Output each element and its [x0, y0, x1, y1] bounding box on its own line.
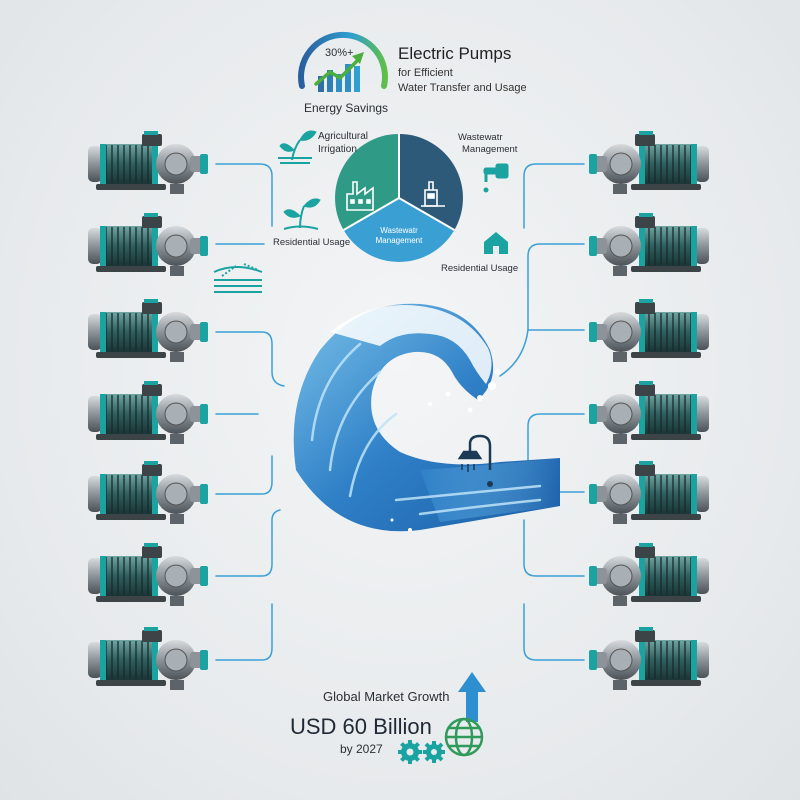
- growth-arrow-icon: [314, 52, 364, 86]
- pump-right-1: [586, 128, 711, 200]
- wastewater-label-line-2: Management: [462, 144, 518, 155]
- faucet-icon: [483, 163, 509, 193]
- up-arrow-icon: [458, 672, 486, 722]
- pump-left-4: [86, 378, 211, 450]
- factory-icon: [346, 181, 374, 211]
- residential-label-right: Residential Usage: [441, 263, 519, 274]
- gauge-value: 30%+: [325, 47, 354, 59]
- growth-label: Global Market Growth: [323, 689, 450, 704]
- pump-right-6: [586, 540, 711, 612]
- subtitle-line-1: for Efficient: [398, 67, 453, 79]
- residential-label-left: Residential Usage: [273, 237, 351, 248]
- gauge-caption: Energy Savings: [304, 101, 389, 115]
- gear-icon: [398, 740, 445, 764]
- market-year: by 2027: [340, 742, 383, 756]
- pump-left-5: [86, 458, 211, 530]
- wastewater-label-line-1: Wastewatr: [458, 132, 503, 143]
- pump-left-2: [86, 210, 211, 282]
- sprinkler-field-icon: [213, 263, 263, 293]
- pump-right-2: [586, 210, 711, 282]
- agri-label-line-2: Irrigation: [318, 144, 357, 155]
- pump-left-3: [86, 296, 211, 368]
- pump-right-3: [586, 296, 711, 368]
- agriculture-sprout-icon: [278, 130, 317, 164]
- pump-left-6: [86, 540, 211, 612]
- globe-icon: [444, 717, 484, 757]
- subtitle-line-2: Water Transfer and Usage: [398, 82, 527, 94]
- shower-icon: [457, 434, 493, 487]
- pump-left-7: [86, 624, 211, 696]
- pie-slice-wastewater: [343, 198, 455, 262]
- gauge-arc-icon: [298, 31, 388, 89]
- pie-slice-agriculture: [335, 134, 399, 230]
- pump-right-4: [586, 378, 711, 450]
- residential-sprout-icon: [283, 198, 321, 230]
- agri-label-line-1: Agricultural: [318, 131, 369, 142]
- pie-label-line-1: Wastewatr: [380, 226, 418, 235]
- page-title: Electric Pumps: [398, 44, 512, 63]
- pump-right-7: [586, 624, 711, 696]
- bar-chart-icon: [318, 64, 360, 92]
- house-icon: [484, 232, 508, 254]
- pump-right-5: [586, 458, 711, 530]
- pie-label-line-2: Management: [375, 236, 423, 245]
- market-value: USD 60 Billion: [290, 714, 432, 739]
- plant-icon: [421, 181, 445, 207]
- pump-left-1: [86, 128, 211, 200]
